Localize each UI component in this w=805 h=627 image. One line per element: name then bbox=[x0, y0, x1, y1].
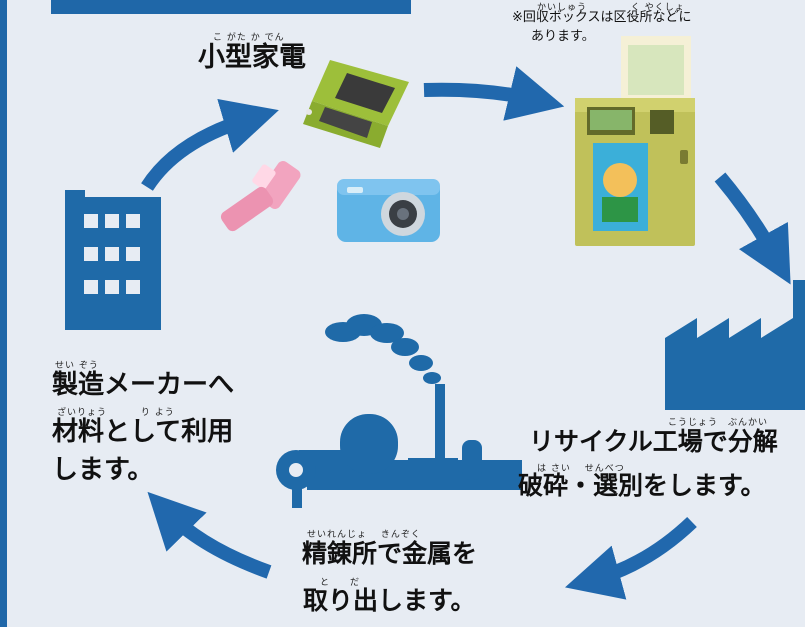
recycling-factory-icon bbox=[665, 280, 805, 410]
arrow-refinery-to-manufacturer bbox=[147, 491, 272, 579]
refinery-ruby-1: せいれんじょ きんぞく bbox=[307, 530, 421, 540]
note-line-2: あります。 bbox=[531, 29, 595, 44]
manufacturer-label-line-3: します。 bbox=[52, 455, 154, 485]
small-appliances-label: 小型家電 bbox=[198, 42, 306, 73]
manufacturer-label-line-2: 材料として利用 bbox=[52, 417, 234, 447]
diagram-panel: こ がた か でん 小型家電 かいしゅう く やくしょ ※回収ボックスは区役所な… bbox=[7, 0, 805, 627]
arrow-factory-to-refinery bbox=[564, 516, 697, 600]
small-appliances-ruby: こ がた か でん bbox=[213, 33, 285, 43]
collection-box-icon bbox=[575, 36, 695, 246]
manufacturer-ruby-2: ざいりょう り よう bbox=[57, 408, 175, 418]
arrow-appliances-to-box bbox=[423, 66, 565, 121]
diagram-graphics bbox=[65, 36, 805, 600]
arrow-manufacturer-to-appliances bbox=[141, 99, 279, 191]
manufacturer-label-line-1: 製造メーカーへ bbox=[52, 370, 235, 400]
digital-camera-icon bbox=[337, 179, 440, 242]
manufacturer-building-icon bbox=[65, 190, 161, 330]
game-console-icon bbox=[303, 60, 409, 148]
refinery-icon bbox=[276, 314, 522, 508]
factory-label-line-2: 破砕・選別をします。 bbox=[518, 471, 766, 500]
factory-label-line-1: リサイクル工場で分解 bbox=[529, 427, 778, 456]
refinery-ruby-2: と だ bbox=[320, 578, 361, 588]
arrow-box-to-factory bbox=[714, 172, 791, 285]
flip-phone-icon bbox=[220, 161, 301, 232]
note-line-1: ※回収ボックスは区役所などに bbox=[512, 10, 692, 25]
factory-ruby-2: は さい せんべつ bbox=[537, 464, 625, 474]
title-bar bbox=[51, 0, 411, 14]
note-ruby: かいしゅう く やくしょ bbox=[537, 3, 685, 13]
manufacturer-ruby-1: せい ぞう bbox=[55, 361, 99, 371]
factory-ruby-1: こうじょう ぶんかい bbox=[668, 418, 769, 428]
refinery-label-line-1: 精錬所で金属を bbox=[302, 539, 478, 568]
refinery-label-line-2: 取り出します。 bbox=[303, 586, 476, 615]
